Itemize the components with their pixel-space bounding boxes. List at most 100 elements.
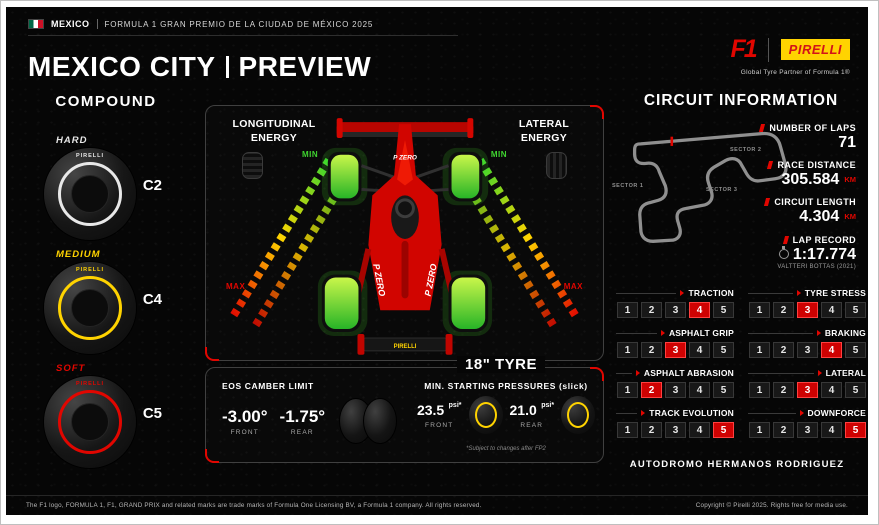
tyre-info-panel: 18" TYRE EOS CAMBER LIMIT -3.00° FRONT -…	[205, 356, 604, 463]
pressures-section: MIN. STARTING PRESSURES (slick) 23.5 psi…	[414, 381, 598, 434]
footer-left-text: The F1 logo, FORMULA 1, F1, GRAND PRIX a…	[26, 502, 482, 509]
rating-box-4: 4	[821, 342, 842, 358]
pressure-front-value: 23.5	[416, 401, 445, 418]
footer-right-text: Copyright © Pirelli 2025. Rights free fo…	[695, 502, 848, 509]
longitudinal-energy-gradient	[228, 157, 355, 331]
infographic-canvas: MEXICO FORMULA 1 GRAN PREMIO DE LA CIUDA…	[6, 7, 868, 515]
rating-box-5: 5	[713, 422, 734, 438]
rating-box-1: 1	[617, 342, 638, 358]
rating-box-2: 2	[641, 382, 662, 398]
rating-arrow-icon	[660, 330, 665, 336]
medium-tyre-image: PIRELLI	[44, 262, 136, 354]
rating-box-1: 1	[749, 422, 770, 438]
stat-value: 305.584	[781, 171, 840, 189]
stat-label: NUMBER OF LAPS	[769, 123, 856, 133]
rating-box-4: 4	[689, 342, 710, 358]
rating-box-4: 4	[821, 302, 842, 318]
compound-medium: MEDIUM PIRELLI C4	[40, 249, 162, 355]
stat-value: 1:17.774	[792, 245, 856, 263]
logo-lockup: F1 PIRELLI	[730, 35, 850, 64]
rating-box-2: 2	[641, 422, 662, 438]
stat-unit: KM	[844, 175, 856, 185]
start-finish-marker	[670, 136, 674, 146]
rating-divider-line	[748, 332, 813, 334]
rating-box-4: 4	[821, 382, 842, 398]
rating-box-5: 5	[713, 302, 734, 318]
compound-hard-code: C2	[142, 177, 162, 194]
camber-tyre-rear-image	[363, 398, 398, 444]
stat-number-of-laps: NUMBER OF LAPS 71	[686, 123, 856, 152]
car-brand-nose-text: P ZERO	[393, 155, 417, 162]
rating-arrow-icon	[816, 330, 821, 336]
rating-box-5: 5	[845, 422, 866, 438]
page-title-main: MEXICO CITY	[28, 51, 216, 82]
f1-car-top-view: P ZERO P ZERO P ZERO PIRELLI	[317, 118, 492, 355]
event-title: FORMULA 1 GRAN PREMIO DE LA CIUDAD DE MÉ…	[104, 19, 374, 29]
camber-tyre-images	[339, 398, 398, 444]
rating-box-2: 2	[773, 342, 794, 358]
pressures-footnote: *Subject to changes after FP2	[466, 446, 546, 452]
min-label-right: MIN	[490, 150, 507, 159]
tyre-hub	[71, 175, 109, 213]
rating-box-3: 3	[797, 342, 818, 358]
track-name: AUTODROMO HERMANOS RODRIGUEZ	[629, 459, 845, 470]
rating-box-5: 5	[845, 342, 866, 358]
rating-divider-line	[748, 292, 793, 294]
f1-logo: F1	[730, 35, 757, 63]
rating-box-3: 3	[797, 422, 818, 438]
rating-box-1: 1	[617, 302, 638, 318]
event-bar: MEXICO FORMULA 1 GRAN PREMIO DE LA CIUDA…	[28, 19, 458, 36]
rating-arrow-icon	[641, 410, 646, 416]
compound-medium-name: MEDIUM	[56, 249, 101, 260]
pressure-tyre-front-image	[468, 396, 503, 434]
footer: The F1 logo, FORMULA 1, F1, GRAND PRIX a…	[6, 495, 868, 515]
camber-front-value: -3.00°	[222, 406, 268, 426]
compound-hard: HARD PIRELLI C2	[40, 135, 162, 241]
title-divider	[225, 56, 229, 78]
pressure-tyre-ring	[474, 402, 497, 428]
rating-divider-line	[616, 292, 677, 294]
lap-record-holder: VALTTERI BOTTAS (2021)	[777, 263, 856, 270]
pressure-rear-unit: psi*	[541, 401, 555, 409]
rating-box-3: 3	[665, 422, 686, 438]
rating-label: LATERAL	[825, 368, 866, 378]
compound-title: COMPOUND	[55, 93, 157, 110]
rating-label: ASPHALT GRIP	[668, 328, 734, 338]
mexico-flag-icon	[28, 19, 44, 29]
camber-section: EOS CAMBER LIMIT -3.00° FRONT -1.75° REA…	[222, 381, 406, 444]
stat-bullet-icon	[767, 161, 774, 170]
rating-label: TRACTION	[688, 288, 734, 298]
rating-box-4: 4	[821, 422, 842, 438]
camber-rear-label: REAR	[290, 428, 314, 436]
min-label-left: MIN	[302, 150, 319, 159]
camber-front-label: FRONT	[230, 428, 259, 436]
pressure-front: 23.5 psi* FRONT	[417, 402, 462, 429]
rating-box-3: 3	[797, 382, 818, 398]
lateral-tyre-icon	[546, 152, 567, 179]
camber-title: EOS CAMBER LIMIT	[222, 381, 314, 391]
compound-soft-name: SOFT	[56, 363, 86, 374]
sector-3-label: SECTOR 3	[706, 187, 738, 193]
rating-box-2: 2	[773, 382, 794, 398]
rating-divider-line	[748, 372, 814, 374]
pressure-front-label: FRONT	[425, 421, 454, 429]
stat-label: CIRCUIT LENGTH	[774, 197, 856, 208]
pressure-tyre-ring	[567, 402, 590, 428]
tyre-hub	[71, 289, 109, 327]
rating-box-4: 4	[689, 422, 710, 438]
tyre-sidewall-brand: PIRELLI	[75, 381, 105, 387]
rating-box-1: 1	[749, 382, 770, 398]
max-label-left: MAX	[226, 282, 246, 291]
stat-bullet-icon	[764, 198, 771, 207]
tyre-sidewall-brand: PIRELLI	[75, 153, 105, 159]
tyre-sidewall-brand: PIRELLI	[75, 267, 105, 273]
partner-text: Global Tyre Partner of Formula 1®	[740, 69, 850, 76]
rating-arrow-icon	[817, 370, 822, 376]
lateral-energy-gradient	[454, 157, 581, 331]
